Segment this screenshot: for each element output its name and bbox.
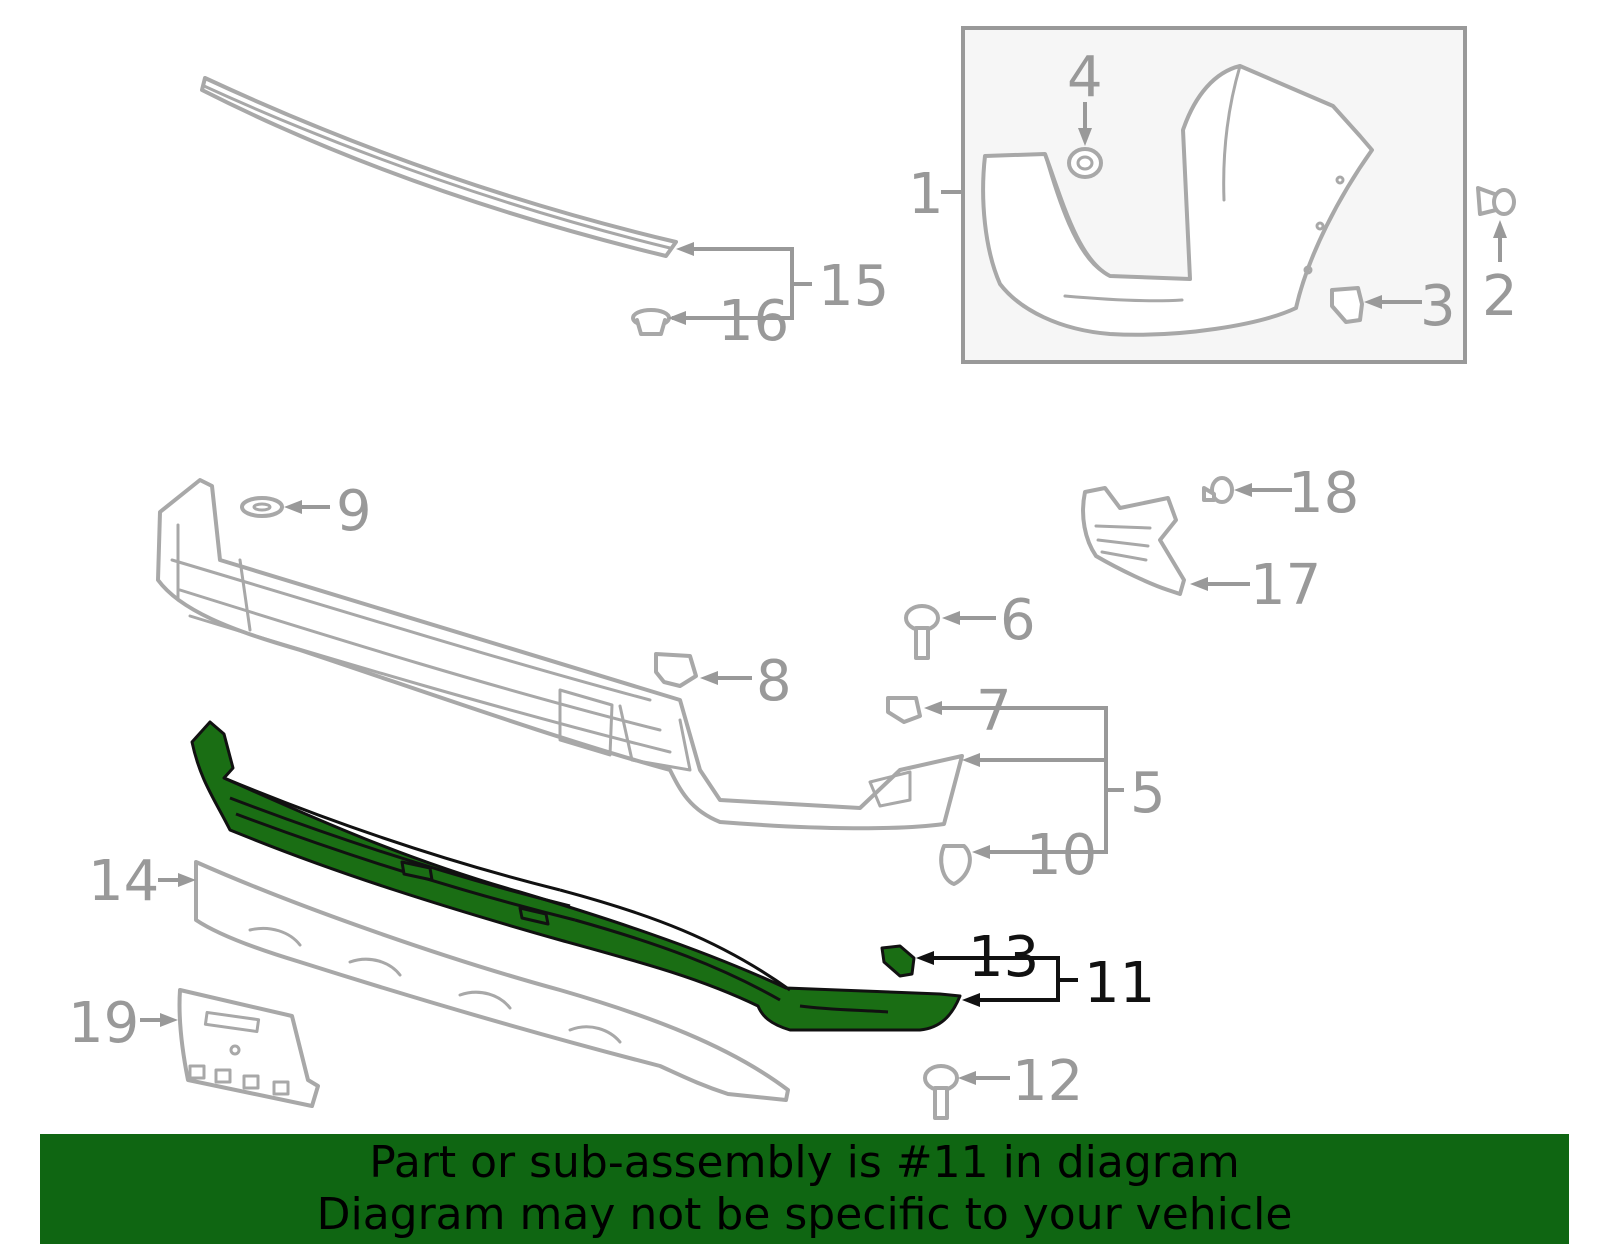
part-4-grommet[interactable] (1067, 147, 1103, 179)
callout-5: 5 (1130, 761, 1166, 826)
callout-15: 15 (818, 254, 889, 319)
part-9-washer[interactable] (240, 496, 284, 518)
part-17-lamp-bracket[interactable] (1081, 486, 1186, 596)
part-11-lower-valance-highlighted[interactable] (190, 720, 962, 1032)
callout-9: 9 (336, 479, 372, 544)
part-7-clip[interactable] (886, 696, 922, 724)
callout-14: 14 (88, 849, 159, 914)
callout-18: 18 (1288, 461, 1359, 526)
part-1-corner-bracket[interactable] (981, 64, 1374, 337)
callout-13: 13 (968, 925, 1039, 990)
part-18-screw[interactable] (1202, 476, 1234, 504)
part-15-upper-molding[interactable] (200, 76, 678, 258)
part-5-lower-grille[interactable] (156, 478, 964, 831)
banner-line-2: Diagram may not be specific to your vehi… (316, 1189, 1293, 1240)
callout-12: 12 (1012, 1049, 1083, 1114)
callout-1: 1 (908, 162, 944, 227)
callout-2: 2 (1482, 264, 1518, 329)
callout-19: 19 (68, 991, 139, 1056)
part-12-bolt[interactable] (923, 1064, 959, 1120)
callout-16: 16 (718, 289, 789, 354)
callout-17: 17 (1250, 553, 1321, 618)
leader-lines (140, 102, 1507, 1085)
callout-8: 8 (756, 649, 792, 714)
callout-6: 6 (1000, 588, 1036, 653)
callout-4: 4 (1067, 45, 1103, 110)
part-6-bolt[interactable] (904, 604, 940, 660)
part-19-license-bracket[interactable] (177, 988, 320, 1108)
part-2-bolt[interactable] (1476, 186, 1516, 216)
part-14-lower-trim[interactable] (194, 860, 790, 1102)
leader-lines-active (916, 951, 1078, 1007)
info-banner: Part or sub-assembly is #11 in diagram D… (40, 1134, 1569, 1244)
callout-10: 10 (1026, 823, 1097, 888)
part-8-clip[interactable] (654, 652, 698, 688)
part-16-push-nut[interactable] (631, 308, 671, 336)
callout-7: 7 (976, 679, 1012, 744)
callout-3: 3 (1420, 274, 1456, 339)
callout-11: 11 (1084, 951, 1155, 1016)
part-3-retainer-clip[interactable] (1330, 286, 1364, 324)
banner-line-1: Part or sub-assembly is #11 in diagram (369, 1137, 1240, 1188)
part-13-clip-highlighted[interactable] (880, 944, 916, 978)
part-10-cap[interactable] (939, 844, 972, 886)
callout-labels: 1 2 3 4 5 6 7 8 9 10 11 12 13 14 15 16 1… (68, 45, 1518, 1114)
